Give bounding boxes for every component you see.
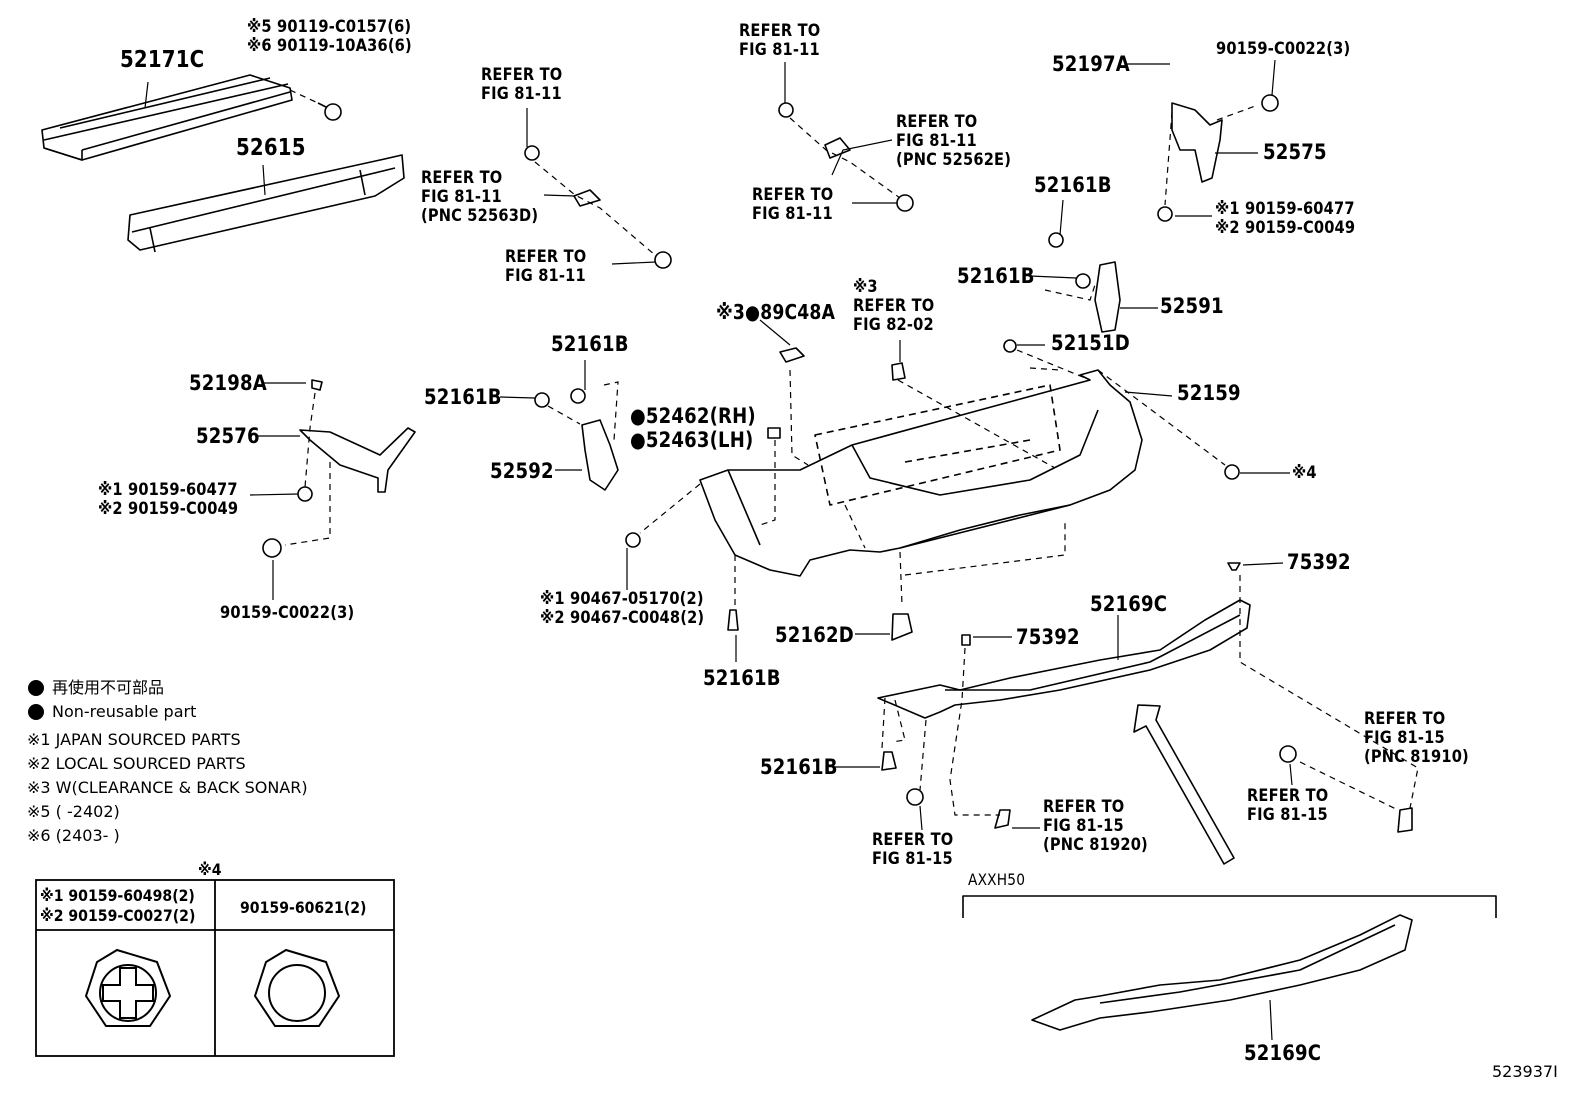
second-spoiler-drawing	[1031, 914, 1413, 1031]
legend-row-7: ※6 (2403- )	[27, 826, 120, 845]
center-retainer-drawing	[534, 347, 906, 491]
label-52161B-3: 52161B	[424, 385, 502, 409]
legend-row-2: Non-reusable part	[52, 702, 197, 721]
label-fastener-right: ※1 90159-60477※2 90159-C0049	[1215, 199, 1356, 238]
legend-dot-2	[28, 704, 44, 720]
legend-row-1: 再使用不可部品	[52, 678, 165, 697]
label-52576: 52576	[196, 424, 260, 448]
bolt-head-crosshead-icon	[84, 948, 172, 1027]
legend-row-5: ※3 W(CLEARANCE & BACK SONAR)	[27, 778, 308, 797]
clips-fig-81-11	[524, 102, 914, 269]
label-52169C-1: 52169C	[1090, 592, 1168, 616]
label-52161B-5: 52161B	[703, 666, 781, 690]
label-fastener-left: ※1 90159-60477※2 90159-C0049	[98, 480, 239, 519]
kome4-table	[35, 879, 395, 1057]
label-52592: 52592	[490, 459, 554, 483]
reinforcement-beam-drawing	[41, 74, 293, 161]
table-col2: 90159-60621(2)	[240, 898, 367, 917]
legend-row-4: ※2 LOCAL SOURCED PARTS	[27, 754, 246, 773]
table-title: ※4	[198, 860, 222, 879]
right-brackets-drawing	[1003, 94, 1279, 353]
bolt-head-hex-icon	[253, 948, 341, 1027]
label-52161B-4: 52161B	[551, 332, 629, 356]
label-52575: 52575	[1263, 140, 1327, 164]
table-col1: ※1 90159-60498(2) ※2 90159-C0027(2)	[40, 886, 196, 925]
label-52161B-6: 52161B	[760, 755, 838, 779]
lower-clips-drawing	[625, 464, 1297, 806]
label-52591: 52591	[1160, 294, 1224, 318]
lower-spoiler-drawing	[877, 599, 1413, 833]
label-52151D: 52151D	[1051, 331, 1130, 355]
label-52197A: 52197A	[1052, 52, 1130, 76]
label-52171C: 52171C	[120, 47, 205, 73]
direction-arrow	[1133, 704, 1235, 865]
label-52615: 52615	[236, 135, 306, 161]
label-89C48A: ※3●89C48A	[716, 300, 836, 324]
label-52161B-2: 52161B	[957, 264, 1035, 288]
label-52463: ●52463(LH)	[630, 428, 754, 452]
label-fastener-bottom: ※1 90467-05170(2)※2 90467-C0048(2)	[540, 589, 705, 628]
diagram-id: 523937I	[1492, 1062, 1558, 1081]
bolt-top-drawing	[317, 102, 342, 121]
label-75392-2: 75392	[1287, 550, 1351, 574]
label-52462: ●52462(RH)	[630, 404, 756, 428]
label-kome4: ※4	[1292, 463, 1317, 483]
label-52161B-1: 52161B	[1034, 173, 1112, 197]
label-axxh50: AXXH50	[968, 870, 1026, 889]
absorber-drawing	[127, 154, 405, 253]
left-retainer-drawing	[262, 379, 416, 558]
bumper-cover-drawing	[699, 369, 1143, 577]
label-52198A: 52198A	[189, 371, 267, 395]
legend-notes: ※1 JAPAN SOURCED PARTS ※2 LOCAL SOURCED …	[27, 728, 308, 848]
legend-dot-1	[28, 680, 44, 696]
label-52159: 52159	[1177, 381, 1241, 405]
axxh50-bracket	[962, 895, 1497, 918]
legend-row-3: ※1 JAPAN SOURCED PARTS	[27, 730, 241, 749]
label-90159-C0022-left: 90159-C0022(3)	[220, 603, 355, 623]
label-52162D: 52162D	[775, 623, 854, 647]
label-75392-1: 75392	[1016, 625, 1080, 649]
label-52169C-2: 52169C	[1244, 1041, 1322, 1065]
label-fastener-top: ※5 90119-C0157(6) ※6 90119-10A36(6)	[247, 17, 412, 56]
legend: 再使用不可部品 Non-reusable part	[52, 676, 196, 724]
legend-row-6: ※5 ( -2402)	[27, 802, 120, 821]
label-90159-C0022-top: 90159-C0022(3)	[1216, 39, 1351, 59]
